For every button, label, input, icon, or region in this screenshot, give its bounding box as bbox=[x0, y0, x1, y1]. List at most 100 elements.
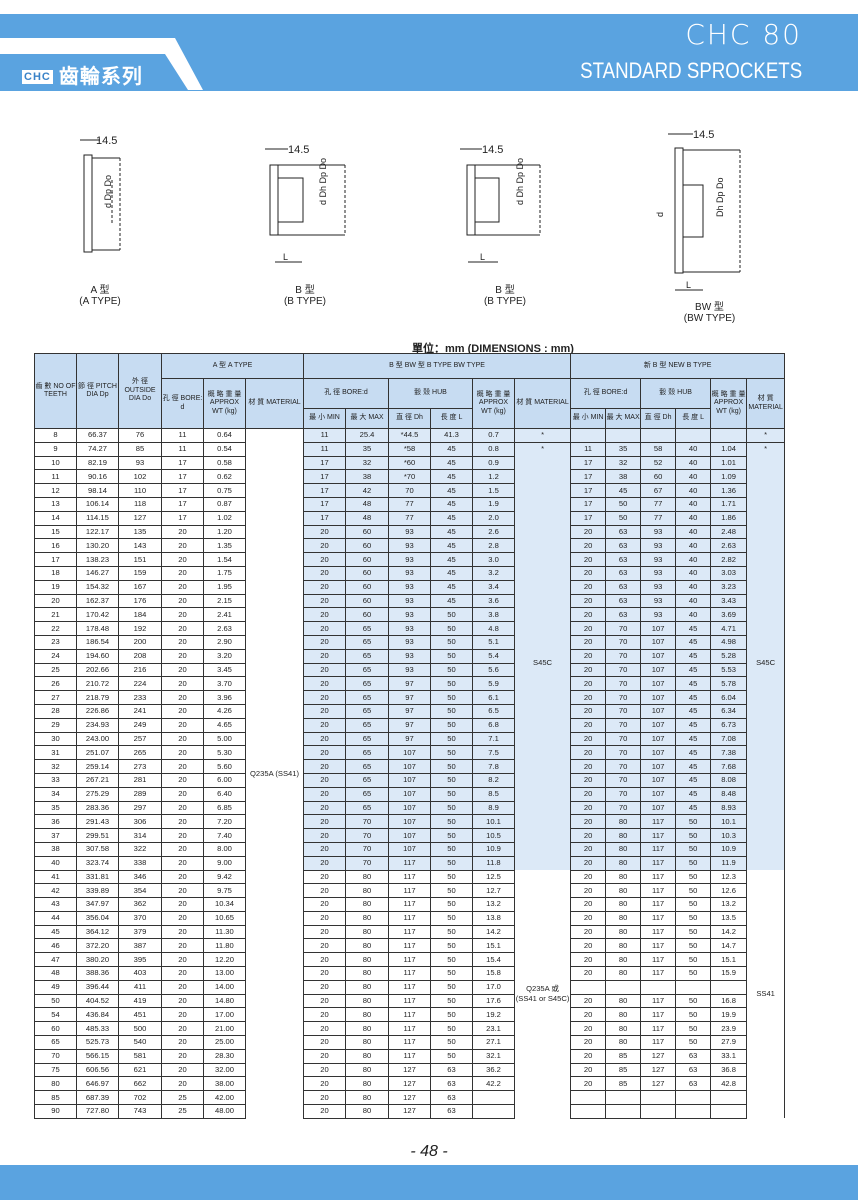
table-cell: 20 bbox=[303, 634, 347, 650]
table-cell: 20 bbox=[161, 800, 204, 816]
table-cell: 20 bbox=[303, 772, 347, 788]
table-cell: 50 bbox=[430, 607, 474, 623]
table-cell: 40 bbox=[34, 855, 77, 871]
table-cell: 20 bbox=[570, 1035, 607, 1050]
table-cell: 743 bbox=[118, 1104, 162, 1119]
table-cell: 38 bbox=[345, 469, 390, 485]
model-title: CHC 80 bbox=[685, 18, 802, 51]
header-b-dh: 直 徑 Dh bbox=[388, 408, 432, 429]
svg-text:14.5: 14.5 bbox=[288, 144, 309, 156]
table-cell: 20 bbox=[570, 662, 607, 678]
table-cell: 60 bbox=[345, 607, 390, 623]
table-cell: 5.60 bbox=[203, 759, 246, 774]
table-cell: 65 bbox=[345, 717, 390, 733]
header-b-material: 材 質 MATERIAL bbox=[514, 378, 572, 429]
table-cell: 63 bbox=[605, 538, 642, 554]
table-cell: 6.34 bbox=[710, 703, 748, 719]
table-cell: 107 bbox=[388, 772, 432, 788]
table-cell: 23.9 bbox=[710, 1021, 748, 1037]
table-cell: 42 bbox=[34, 883, 77, 899]
table-cell: 117 bbox=[388, 979, 432, 995]
table-cell: 60 bbox=[345, 593, 390, 609]
table-cell: 50 bbox=[675, 1035, 712, 1050]
table-cell: 74.27 bbox=[76, 441, 119, 457]
table-cell: 6.1 bbox=[472, 690, 516, 705]
table-cell: 65 bbox=[345, 676, 390, 692]
table-cell: 85 bbox=[605, 1048, 642, 1064]
header-outside-dia: 外 徑 OUTSIDE DIA Do bbox=[118, 353, 162, 429]
table-cell: 20 bbox=[570, 841, 607, 857]
table-cell: 485.33 bbox=[76, 1021, 119, 1037]
table-cell: 28.30 bbox=[203, 1048, 246, 1064]
table-cell: 17 bbox=[570, 510, 607, 526]
table-cell: 117 bbox=[388, 869, 432, 885]
table-cell: 20 bbox=[570, 593, 607, 609]
table-cell: 1.02 bbox=[203, 510, 246, 526]
table-cell: 117 bbox=[640, 883, 677, 899]
table-cell: 14.7 bbox=[710, 938, 748, 954]
table-cell: 127 bbox=[388, 1090, 432, 1106]
table-cell: 80 bbox=[345, 1035, 390, 1050]
table-cell: *60 bbox=[388, 455, 432, 471]
table-cell: 22 bbox=[34, 621, 77, 636]
table-cell: 50 bbox=[430, 855, 474, 871]
header-new-b-hub: 轂 殼 HUB bbox=[640, 378, 712, 409]
table-cell: 20 bbox=[161, 593, 204, 609]
table-cell: 20 bbox=[303, 1062, 347, 1078]
table-cell: 127 bbox=[388, 1104, 432, 1119]
table-cell bbox=[570, 428, 607, 443]
table-cell: 13.8 bbox=[472, 910, 516, 926]
table-cell: 0.62 bbox=[203, 469, 246, 485]
header-b-hub: 轂 殼 HUB bbox=[388, 378, 474, 409]
table-cell: 48 bbox=[345, 510, 390, 526]
table-cell: 70 bbox=[605, 703, 642, 719]
series-name: 齒輪系列 bbox=[58, 66, 143, 88]
table-cell: 40 bbox=[675, 455, 712, 471]
table-cell: 45 bbox=[430, 565, 474, 581]
table-cell: 11 bbox=[161, 428, 204, 443]
table-cell: 20 bbox=[303, 1090, 347, 1106]
table-cell: 20 bbox=[161, 910, 204, 926]
table-cell: 117 bbox=[640, 993, 677, 1009]
table-cell: 11 bbox=[303, 428, 347, 443]
table-cell: 265 bbox=[118, 745, 162, 761]
table-cell: 70 bbox=[345, 855, 390, 871]
table-cell: 50 bbox=[430, 993, 474, 1009]
table-cell: 25 bbox=[34, 662, 77, 678]
table-cell: 291.43 bbox=[76, 814, 119, 830]
table-cell: 20 bbox=[303, 869, 347, 885]
table-cell: 20 bbox=[161, 869, 204, 885]
table-cell: 226.86 bbox=[76, 703, 119, 719]
table-cell: 20 bbox=[303, 552, 347, 567]
header-pitch-dia: 節 徑 PITCH DIA Dp bbox=[76, 353, 119, 429]
table-cell: 1.86 bbox=[710, 510, 748, 526]
table-cell: 45 bbox=[675, 621, 712, 636]
table-cell bbox=[640, 428, 677, 443]
table-cell: 24 bbox=[34, 648, 77, 664]
table-cell: 20 bbox=[161, 841, 204, 857]
table-cell: 20 bbox=[161, 1021, 204, 1037]
table-cell: 20 bbox=[161, 952, 204, 968]
table-cell: 12.7 bbox=[472, 883, 516, 899]
table-cell: 5.28 bbox=[710, 648, 748, 664]
table-cell: 14.2 bbox=[472, 924, 516, 940]
table-cell: 5.6 bbox=[472, 662, 516, 678]
table-cell: 32.1 bbox=[472, 1048, 516, 1064]
table-cell: 17 bbox=[161, 496, 204, 512]
table-cell: 114.15 bbox=[76, 510, 119, 526]
table-cell: 37 bbox=[34, 828, 77, 843]
table-cell: 50 bbox=[430, 924, 474, 940]
table-cell: 107 bbox=[640, 772, 677, 788]
table-cell: 60 bbox=[345, 538, 390, 554]
table-cell: 243.00 bbox=[76, 731, 119, 747]
table-cell: 8 bbox=[34, 428, 77, 443]
table-cell: 107 bbox=[640, 731, 677, 747]
